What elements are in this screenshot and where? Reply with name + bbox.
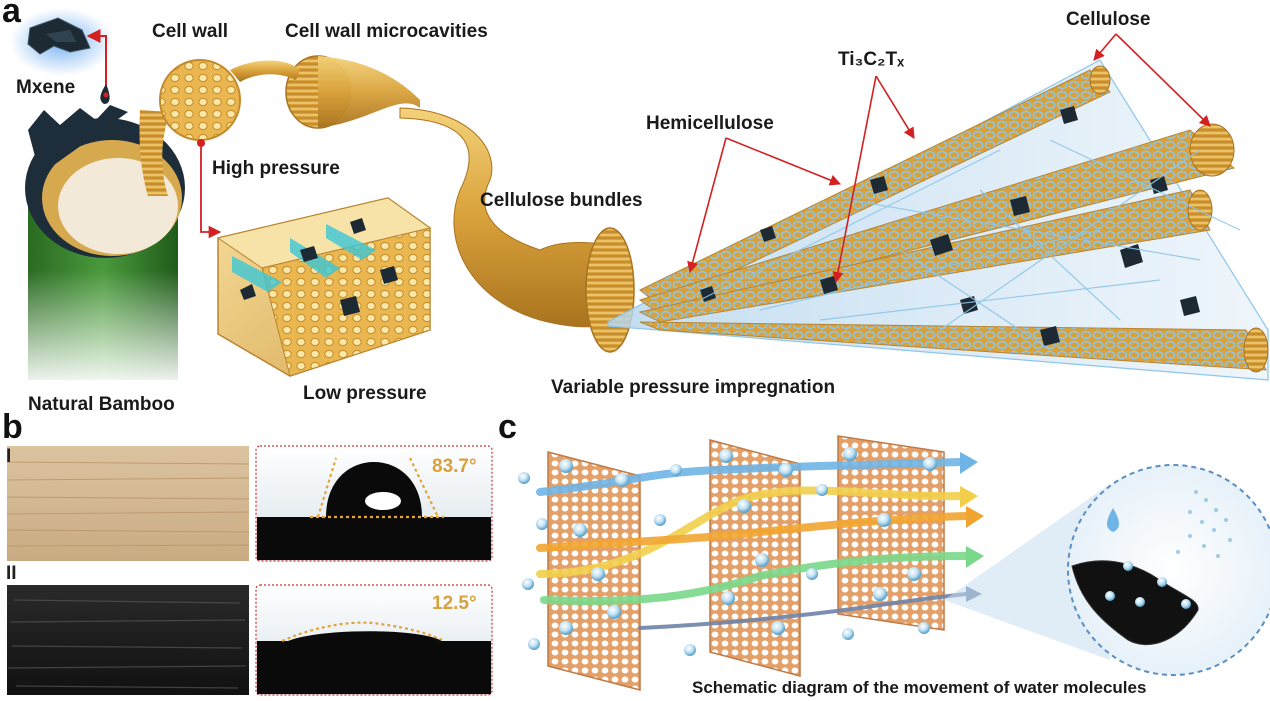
panel-c	[518, 435, 1270, 691]
membrane-3	[837, 435, 945, 631]
water-drop-icon	[1106, 508, 1120, 532]
cellulose-rod-4	[639, 321, 1267, 371]
cellulose-rod-3	[638, 189, 1211, 323]
contact-angle-line-1	[310, 457, 444, 519]
panel-letter-c: c	[498, 408, 517, 446]
label-high-pressure: High pressure	[212, 158, 340, 179]
microcavity-bundle	[230, 55, 420, 129]
flow-orange-arrowhead	[966, 506, 984, 528]
flow-slate-path	[638, 592, 968, 630]
char-texture	[7, 599, 247, 689]
wood-grain	[6, 461, 250, 547]
zoom-beam	[944, 484, 1110, 660]
row-label-i: I	[6, 446, 12, 467]
cellulose-arrow-1	[1093, 33, 1117, 61]
row-label-ii: II	[6, 563, 17, 584]
flow-yellow-arrowhead	[960, 486, 978, 508]
label-natural-bamboo: Natural Bamboo	[28, 394, 175, 415]
flow-yellow-path	[536, 486, 964, 578]
contact-angle-line-2	[281, 621, 445, 643]
mxene-arrow	[86, 29, 107, 95]
ti3c2tx-arrow-2	[875, 75, 915, 139]
natural-bamboo-photo	[7, 446, 249, 561]
panel-letter-a: a	[2, 0, 21, 30]
pressure-block	[216, 197, 432, 377]
molecule-on-sheet	[1105, 561, 1191, 609]
hemicellulose-arrow-1	[687, 137, 727, 274]
caption-panel-c: Schematic diagram of the movement of wat…	[692, 678, 1147, 697]
flow-blue-arrowhead	[960, 452, 978, 474]
mxene-flake-icon	[10, 8, 114, 76]
label-variable-pressure: Variable pressure impregnation	[551, 377, 836, 398]
panel-letter-b: b	[2, 408, 23, 446]
treated-bamboo-photo	[7, 585, 249, 695]
mist-particles	[1176, 490, 1232, 558]
label-cellulose: Cellulose	[1066, 9, 1151, 30]
panel-a	[10, 8, 1269, 390]
label-hemicellulose: Hemicellulose	[646, 113, 774, 134]
label-low-pressure: Low pressure	[303, 383, 427, 404]
flow-orange-path	[536, 512, 970, 552]
label-ti3c2tx: Ti₃C₂Tₓ	[838, 49, 905, 70]
contact-angle-value-1: 83.7°	[432, 456, 477, 477]
bamboo-cylinder	[25, 105, 185, 390]
label-cellulose-bundles: Cellulose bundles	[480, 190, 643, 211]
panel-b	[6, 445, 493, 696]
label-cell-wall-microcavities: Cell wall microcavities	[285, 21, 488, 42]
cell-wall-point	[197, 139, 205, 147]
label-cell-wall: Cell wall	[152, 21, 229, 42]
cell-wall-to-block-arrow	[200, 147, 222, 239]
flow-green-path	[540, 552, 970, 605]
flow-green-arrowhead	[966, 546, 984, 568]
water-molecules	[518, 447, 937, 656]
label-mxene: Mxene	[16, 77, 76, 98]
cell-wall-icon	[139, 59, 241, 196]
cellulose-arrow-2	[1115, 33, 1211, 127]
water-droplet-low-angle	[288, 631, 442, 641]
ti3c2tx-arrow-1	[832, 75, 877, 284]
cellulose-bundle-end	[585, 227, 635, 353]
hemicellulose-arrow-2	[725, 137, 842, 186]
contact-angle-value-2: 12.5°	[432, 593, 477, 614]
flow-blue-path	[536, 458, 964, 496]
impregnation-cone	[607, 59, 1269, 381]
